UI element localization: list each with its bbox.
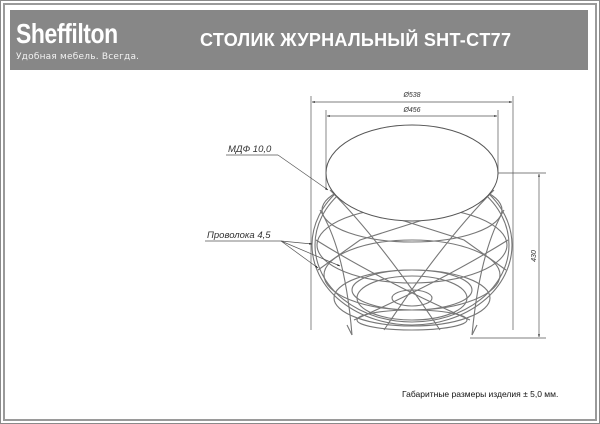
dimension-outer-diameter bbox=[310, 96, 514, 330]
product-title: СТОЛИК ЖУРНАЛЬНЫЙ SHT-CT77 bbox=[200, 30, 512, 50]
height-label: 430 bbox=[531, 250, 538, 262]
callout-top-material bbox=[226, 154, 329, 191]
brand-tagline: Удобная мебель. Всегда. bbox=[16, 52, 140, 62]
header-bar bbox=[10, 10, 588, 70]
page-border bbox=[3, 3, 597, 421]
inner-diameter-label: Ø456 bbox=[402, 107, 420, 114]
table-top bbox=[325, 124, 499, 222]
dimension-height bbox=[470, 172, 546, 339]
callout-frame-material bbox=[205, 240, 341, 269]
outer-diameter-label: Ø538 bbox=[402, 92, 420, 99]
tolerance-note: Габаритные размеры изделия ± 5,0 мм. bbox=[402, 389, 559, 399]
frame-material-label: Проволока 4,5 bbox=[207, 230, 271, 241]
brand-logo: Sheffilton bbox=[16, 18, 118, 49]
top-material-label: МДФ 10,0 bbox=[228, 144, 272, 155]
